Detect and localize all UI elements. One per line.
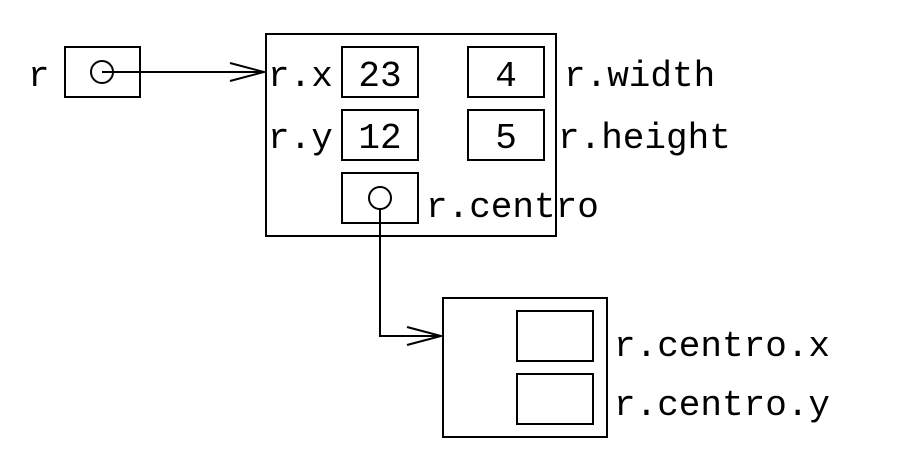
field-box-centro-x (516, 310, 594, 362)
field-box-height (467, 109, 545, 161)
field-value-y: 12 (358, 118, 401, 159)
arrowhead-r (229, 62, 268, 82)
variable-r-label: r (28, 56, 50, 97)
field-label-height: r.height (558, 118, 731, 159)
field-label-centro: r.centro (426, 187, 599, 228)
field-label-centro-x: r.centro.x (614, 326, 830, 367)
field-value-width: 4 (495, 56, 517, 97)
field-box-centro-y (516, 373, 594, 425)
field-label-y: r.y (268, 118, 333, 159)
field-label-width: r.width (564, 56, 715, 97)
field-box-y (341, 109, 419, 161)
field-value-x: 23 (358, 56, 401, 97)
field-label-x: r.x (268, 56, 333, 97)
field-label-centro-y: r.centro.y (614, 385, 830, 426)
field-box-width (467, 46, 545, 98)
field-value-height: 5 (495, 118, 517, 159)
field-box-x (341, 46, 419, 98)
reference-arrow-centro (379, 209, 441, 337)
arrowhead-centro (406, 326, 445, 346)
